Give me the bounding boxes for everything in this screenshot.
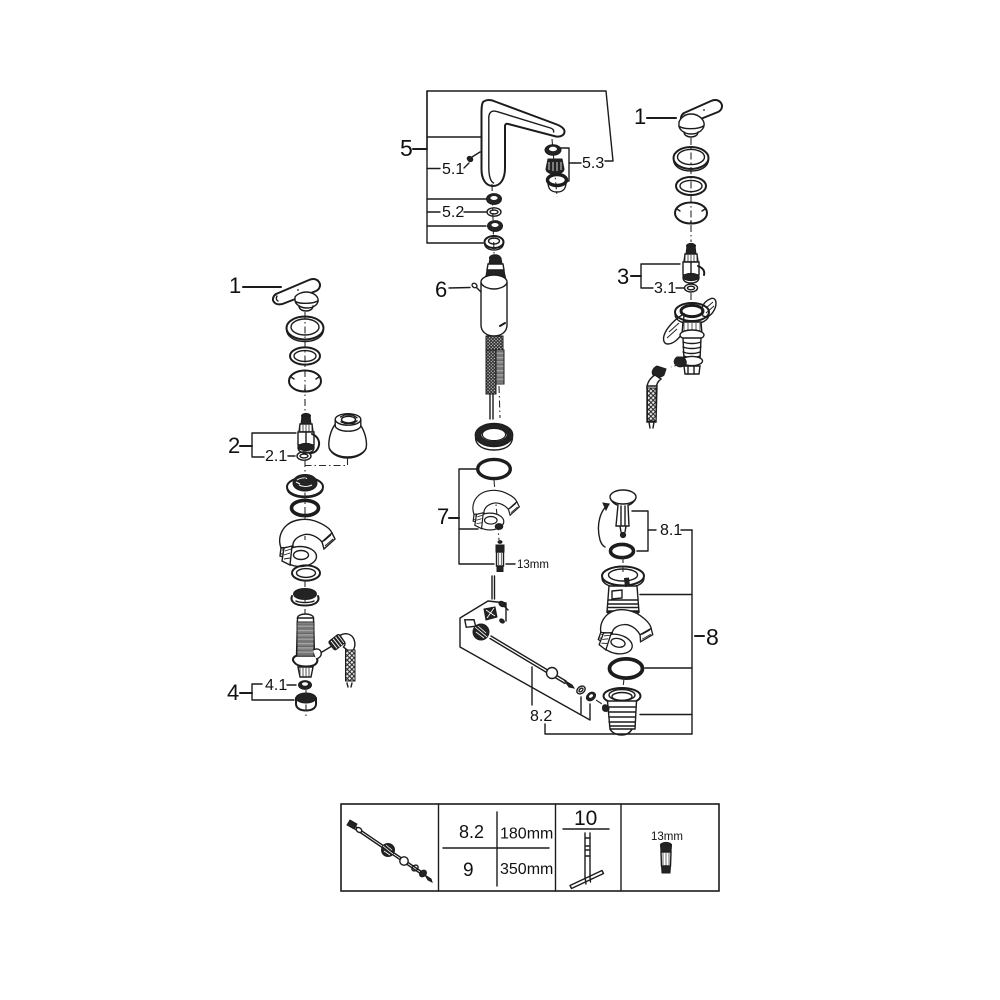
svg-text:10: 10 [574,807,597,830]
svg-text:2: 2 [228,433,240,458]
svg-text:7: 7 [437,504,449,529]
svg-text:5: 5 [400,135,413,161]
svg-text:4: 4 [227,680,239,705]
svg-text:8: 8 [706,624,719,650]
svg-text:5.1: 5.1 [442,161,464,178]
svg-text:5.3: 5.3 [582,155,604,172]
svg-text:3.1: 3.1 [654,280,676,297]
svg-text:8.1: 8.1 [660,522,682,539]
svg-text:8.2: 8.2 [459,822,484,842]
svg-text:2.1: 2.1 [265,448,287,465]
svg-text:3: 3 [617,264,629,289]
svg-text:1: 1 [229,273,241,298]
svg-text:9: 9 [463,860,474,881]
svg-text:1: 1 [634,104,646,129]
svg-text:6: 6 [435,277,447,302]
svg-text:13mm: 13mm [651,831,683,843]
svg-text:8.2: 8.2 [530,708,552,725]
svg-text:4.1: 4.1 [265,677,287,694]
svg-text:180mm: 180mm [500,826,553,843]
svg-text:13mm: 13mm [517,559,549,571]
svg-text:350mm: 350mm [500,861,553,878]
svg-text:5.2: 5.2 [442,204,464,221]
